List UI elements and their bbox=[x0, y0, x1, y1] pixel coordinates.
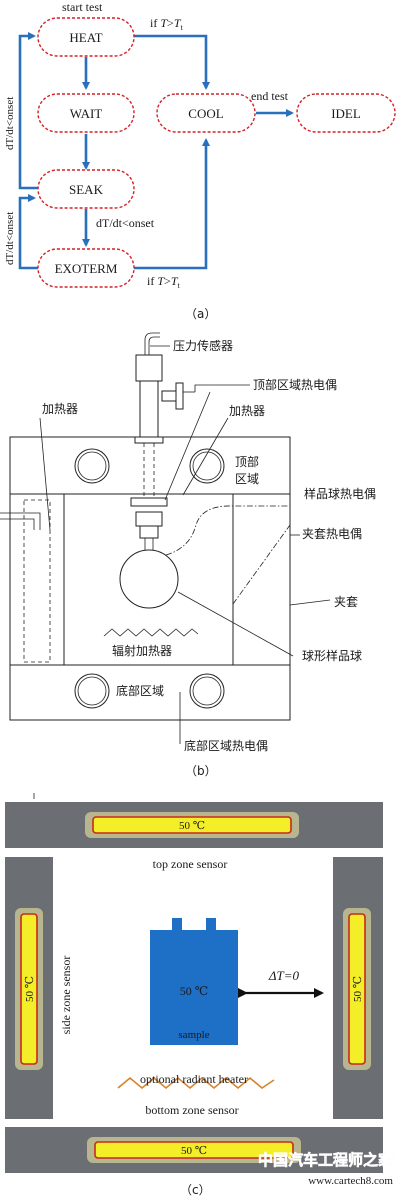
watermark-url: www.cartech8.com bbox=[308, 1175, 393, 1187]
label-jacket: 夹套 bbox=[334, 595, 358, 609]
label-if-t-gt-tt-top: if T>Tt bbox=[150, 16, 184, 32]
label-bottom-zone-thermocouple: 底部区域热电偶 bbox=[184, 738, 268, 753]
bottom-heater-temp: 50 ℃ bbox=[181, 1145, 207, 1157]
panel-a-state-diagram: HEAT WAIT COOL IDEL SEAK EXOTERM start t… bbox=[4, 0, 396, 321]
bottom-heater-right bbox=[189, 673, 225, 709]
left-heater-element bbox=[23, 499, 51, 663]
label-start-test: start test bbox=[62, 0, 103, 14]
panel-c-heater-layout: 50 ℃ top zone sensor 50 ℃ side zone sens… bbox=[5, 793, 393, 1197]
sample-temp: 50 ℃ bbox=[180, 984, 208, 998]
left-heater-temp: 50 ℃ bbox=[24, 976, 36, 1002]
flow-seak-to-heat bbox=[18, 32, 38, 190]
state-heat-label: HEAT bbox=[69, 30, 102, 45]
label-top-zone-line1: 顶部 bbox=[235, 454, 259, 469]
state-exoterm-label: EXOTERM bbox=[55, 261, 118, 276]
state-wait-label: WAIT bbox=[70, 106, 103, 121]
flow-heat-to-cool bbox=[134, 34, 210, 90]
state-seak: SEAK bbox=[37, 169, 135, 209]
radiant-heater-zigzag bbox=[103, 628, 199, 637]
spherical-sample-ball bbox=[119, 549, 179, 609]
label-heater-top: 加热器 bbox=[229, 404, 265, 418]
label-jacket-thermocouple: 夹套热电偶 bbox=[302, 527, 362, 541]
label-dt-onset-mid: dT/dt<onset bbox=[96, 216, 155, 230]
label-dt-onset-left-lower: dT/dt<onset bbox=[4, 212, 16, 265]
label-pressure-sensor: 压力传感器 bbox=[173, 338, 233, 353]
label-heater-left: 加热器 bbox=[42, 402, 78, 416]
state-cool-label: COOL bbox=[188, 106, 223, 121]
state-heat: HEAT bbox=[37, 17, 135, 57]
top-heater bbox=[92, 816, 292, 834]
label-dt-onset-left-upper: dT/dt<onset bbox=[4, 97, 16, 150]
right-heater bbox=[348, 913, 366, 1065]
state-cool: COOL bbox=[156, 93, 256, 133]
sample-label: sample bbox=[178, 1029, 209, 1041]
right-heater-temp: 50 ℃ bbox=[352, 976, 364, 1002]
pressure-sensor-body bbox=[135, 354, 163, 382]
label-top-zone-thermocouple: 顶部区域热电偶 bbox=[253, 377, 337, 392]
top-heater-temp: 50 ℃ bbox=[179, 820, 205, 832]
label-radiant-heater: 辐射加热器 bbox=[112, 643, 172, 658]
label-bottom-zone: 底部区域 bbox=[116, 683, 164, 698]
label-top-zone-line2: 区域 bbox=[235, 472, 259, 486]
sample-body bbox=[150, 930, 238, 1045]
state-idel-label: IDEL bbox=[331, 106, 361, 121]
caption-c: （c） bbox=[180, 1183, 211, 1197]
left-heater bbox=[20, 913, 38, 1065]
state-idel: IDEL bbox=[296, 93, 396, 133]
flow-exoterm-to-seak bbox=[18, 194, 38, 270]
top-zone-sensor-label: top zone sensor bbox=[153, 857, 228, 871]
flow-exoterm-to-cool bbox=[134, 138, 210, 270]
caption-b: （b） bbox=[185, 764, 217, 778]
panel-b-schematic: 压力传感器 顶部区域热电偶 加热器 加热器 顶部 区域 样品球热电偶 夹套热电偶… bbox=[0, 332, 376, 778]
label-end-test: end test bbox=[251, 89, 289, 103]
delta-t-label: ΔT=0 bbox=[268, 968, 300, 983]
side-zone-sensor-label: side zone sensor bbox=[59, 956, 73, 1035]
state-exoterm: EXOTERM bbox=[37, 248, 135, 288]
bottom-zone-sensor-label: bottom zone sensor bbox=[145, 1103, 238, 1117]
optional-radiant-heater-label: optional radiant heater bbox=[140, 1072, 248, 1086]
bottom-heater-left bbox=[74, 673, 110, 709]
state-seak-label: SEAK bbox=[69, 182, 104, 197]
watermark-cn: 中国汽车工程师之家 bbox=[258, 1151, 393, 1169]
bottom-heater bbox=[94, 1141, 294, 1159]
label-sample-ball-thermocouple: 样品球热电偶 bbox=[304, 486, 376, 501]
state-wait: WAIT bbox=[37, 93, 135, 133]
caption-a: （a） bbox=[185, 307, 216, 321]
optional-radiant-heater-zigzag bbox=[117, 1076, 275, 1090]
top-heater-left bbox=[74, 448, 110, 484]
sample-tab-left bbox=[172, 918, 182, 930]
label-if-t-gt-tt-bottom: if T>Tt bbox=[147, 274, 181, 290]
top-heater-right bbox=[189, 448, 225, 484]
label-spherical-sample-ball: 球形样品球 bbox=[302, 648, 362, 663]
sample-tab-right bbox=[206, 918, 216, 930]
